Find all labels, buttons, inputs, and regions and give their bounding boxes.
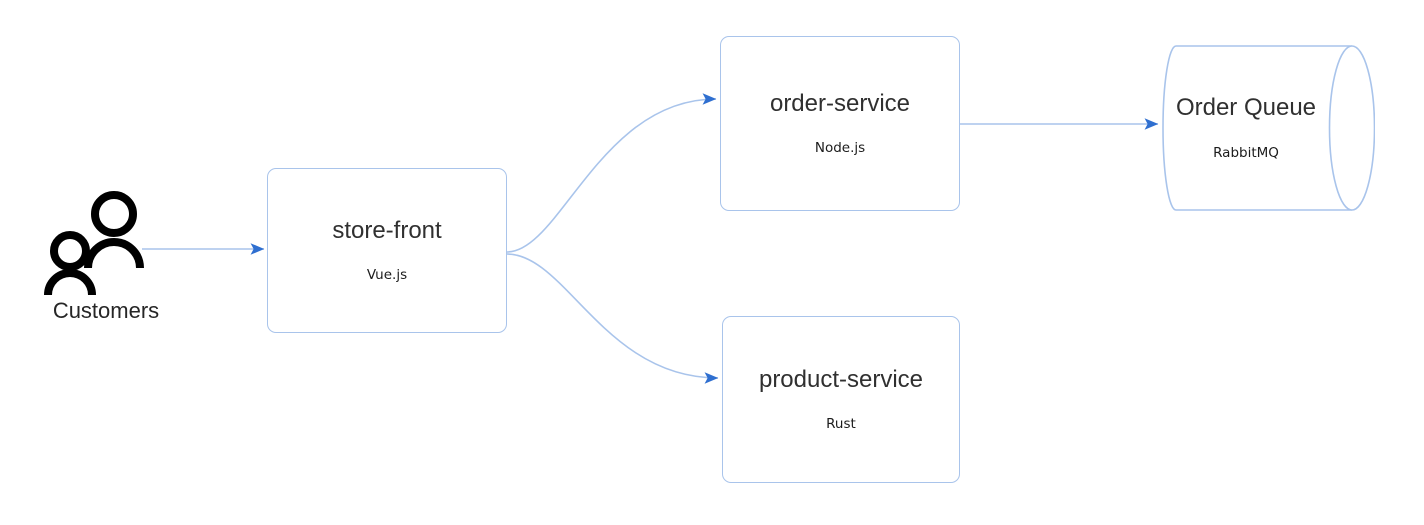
node-order-queue[interactable]: Order Queue RabbitMQ (1162, 45, 1375, 211)
edge-store-front-to-order-service (506, 93, 717, 253)
customers-label: Customers (52, 298, 160, 323)
node-order-service-subtitle: Node.js (814, 139, 866, 156)
node-order-service[interactable]: order-service Node.js (720, 36, 960, 211)
node-order-service-title: order-service (769, 90, 911, 118)
two-people-icon (44, 191, 144, 296)
customers-actor[interactable]: Customers (42, 190, 170, 335)
node-order-queue-subtitle: RabbitMQ (1213, 145, 1279, 162)
cylinder-shape-icon (1162, 45, 1375, 211)
node-store-front[interactable]: store-front Vue.js (267, 168, 507, 333)
node-product-service-subtitle: Rust (826, 415, 856, 432)
node-order-queue-title: Order Queue (1175, 93, 1317, 121)
edge-store-front-to-product-service (506, 253, 719, 384)
node-store-front-subtitle: Vue.js (366, 266, 408, 283)
node-store-front-title: store-front (332, 217, 442, 245)
node-product-service-title: product-service (758, 366, 924, 394)
node-product-service[interactable]: product-service Rust (722, 316, 960, 483)
